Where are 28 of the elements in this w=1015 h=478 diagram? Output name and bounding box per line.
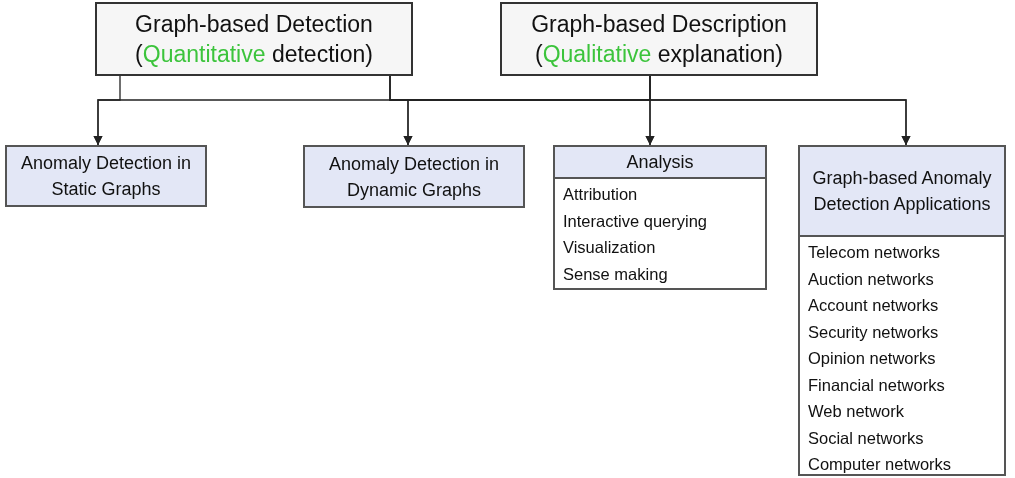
list-item: Interactive querying [563, 210, 708, 232]
list-item: Security networks [808, 321, 940, 343]
list-item: Account networks [808, 295, 940, 316]
list-item: Computer networks [808, 454, 953, 475]
process-box [303, 145, 525, 208]
list-item: Sense making [563, 263, 669, 285]
category-box [95, 2, 413, 76]
list-item: Opinion networks [808, 348, 937, 369]
subtitle: (Quantitative detection) [135, 40, 373, 69]
subtitle: (Qualitative explanation) [534, 40, 783, 69]
category-panel [553, 145, 767, 290]
list-item: Financial networks [808, 374, 946, 396]
category-box [500, 2, 818, 76]
panel-header: Graph-based Anomaly Detection Applications [800, 147, 1004, 237]
list-item: Visualization [563, 237, 657, 258]
title: Graph-based Detection [135, 10, 373, 39]
title: Graph-based Description [531, 10, 787, 39]
process-box [5, 145, 207, 207]
list-item: Telecom networks [808, 242, 942, 263]
box-label: Anomaly Detection in Static Graphs [19, 152, 193, 201]
panel-header: Analysis [555, 147, 765, 179]
box-label: Anomaly Detection in Dynamic Graphs [327, 152, 501, 202]
list-item: Auction networks [808, 268, 935, 290]
list-item: Web network [808, 401, 905, 422]
category-panel [798, 145, 1006, 476]
list-item: Attribution [563, 184, 639, 205]
arrow [649, 75, 911, 146]
list-item: Social networks [808, 427, 925, 449]
